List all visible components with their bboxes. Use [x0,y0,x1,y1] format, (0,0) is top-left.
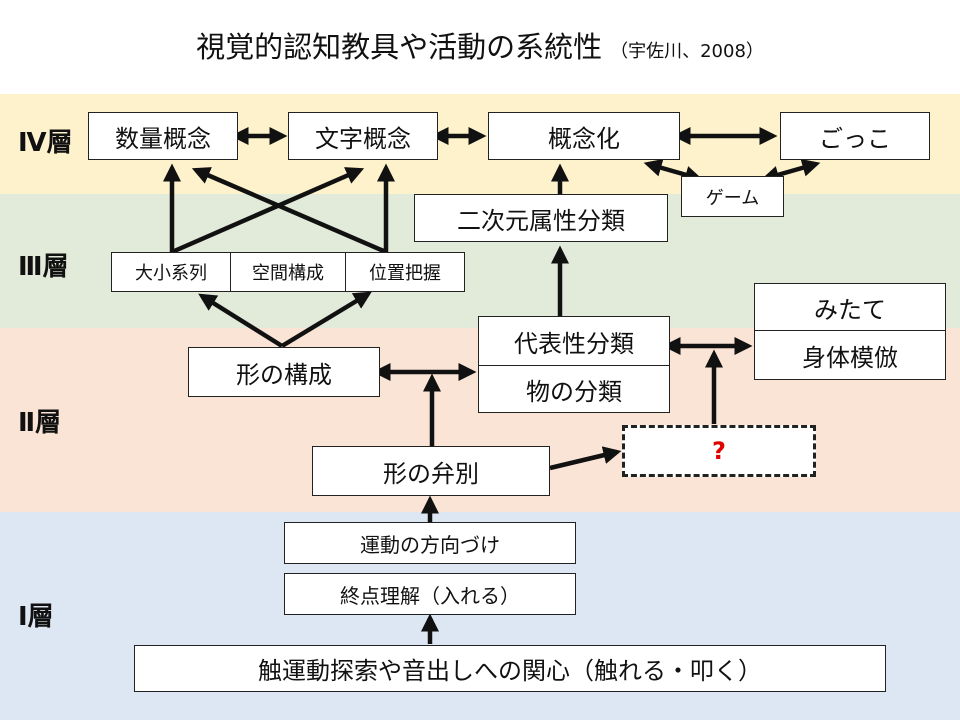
title-text: 視覚的認知教具や活動の系統性 [196,30,603,64]
node-shintai: 身体模倣 [754,330,946,380]
node-gainenka: 概念化 [488,112,680,160]
node-shuuten: 終点理解（入れる） [284,573,576,615]
arrow-game-gokko [761,159,821,184]
node-game: ゲーム [681,176,784,217]
arrow-game-gainenka [643,159,703,184]
citation-text: （宇佐川、2008） [610,41,764,62]
question-mark: ? [712,437,726,465]
node-moji: 文字概念 [288,112,438,160]
node-daishou: 大小系列 [111,252,231,292]
arrow-katachi-ichi [280,291,372,348]
node-kuukan: 空間構成 [230,252,346,292]
arrow-katachi-daishou [198,293,284,348]
node-undou: 運動の方向づけ [284,522,576,564]
layer-label-iv: Ⅳ層 [18,128,73,158]
node-nijigen: 二次元属性分類 [414,194,668,242]
arrow-ichi-suuryou [191,167,387,255]
layer-label-i: Ⅰ層 [18,602,54,632]
layer-label-ii: Ⅱ層 [18,408,62,438]
node-katachi-kousei: 形の構成 [188,347,380,397]
node-suuryou: 数量概念 [88,112,238,160]
node-katachi-benbetsu: 形の弁別 [312,446,550,496]
node-daihyou: 代表性分類 [478,316,670,366]
node-ichi: 位置把握 [345,252,465,292]
node-mono: 物の分類 [478,365,670,413]
arrow-benbetsu-unknown [549,446,622,471]
layer-label-iii: Ⅲ層 [18,252,69,282]
node-shokuundou: 触運動探索や音出しへの関心（触れる・叩く） [134,645,886,692]
node-gokko: ごっこ [780,112,930,160]
node-mitate: みたて [754,283,946,331]
arrow-daishou-moji [171,167,365,255]
node-unknown: ? [622,425,816,477]
page-title: 視覚的認知教具や活動の系統性 （宇佐川、2008） [0,0,960,94]
